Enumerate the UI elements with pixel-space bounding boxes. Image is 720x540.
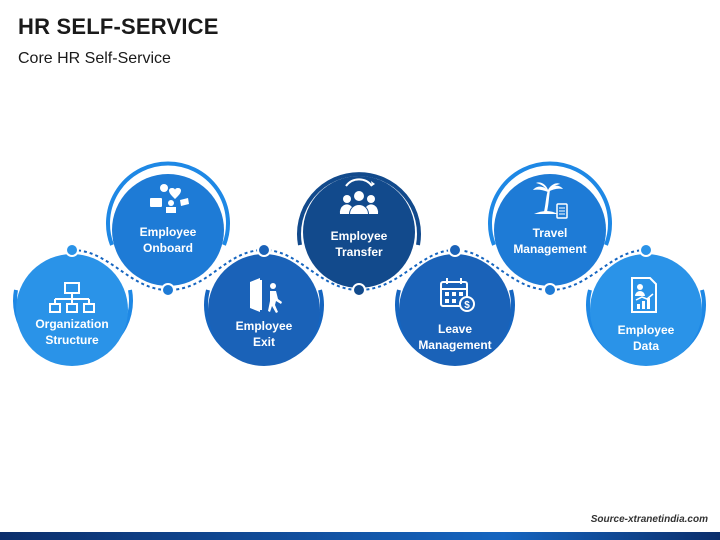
page-title: HR SELF-SERVICE: [18, 14, 219, 39]
node-employee-onboard[interactable]: [106, 161, 230, 286]
connector-dot: [448, 243, 462, 257]
node-employee-data[interactable]: [586, 254, 706, 366]
org-chart-icon: [49, 282, 95, 313]
onboard-icon: [150, 184, 189, 213]
calendar-dollar-icon: $: [440, 278, 475, 312]
palm-island-icon: [533, 182, 568, 219]
node-employee-exit[interactable]: [204, 254, 324, 366]
data-report-icon: [631, 277, 657, 313]
node-travel-management[interactable]: [488, 161, 612, 286]
connector-dot: [352, 283, 366, 297]
connector-dot: [639, 243, 653, 257]
connector-dot: [161, 283, 175, 297]
page-subtitle: Core HR Self-Service: [18, 50, 171, 67]
bottom-accent-bar: [0, 532, 720, 540]
exit-door-icon: [250, 278, 282, 313]
node-organization-structure[interactable]: [13, 254, 133, 366]
connector-dot: [257, 243, 271, 257]
node-leave-management[interactable]: $: [395, 254, 515, 366]
connector-dot: [543, 283, 557, 297]
node-employee-transfer[interactable]: [297, 172, 421, 288]
source-credit: Source-xtranetindia.com: [590, 514, 708, 525]
connector-dot: [65, 243, 79, 257]
people-transfer-icon: [339, 178, 379, 214]
svg-text:$: $: [464, 300, 470, 311]
